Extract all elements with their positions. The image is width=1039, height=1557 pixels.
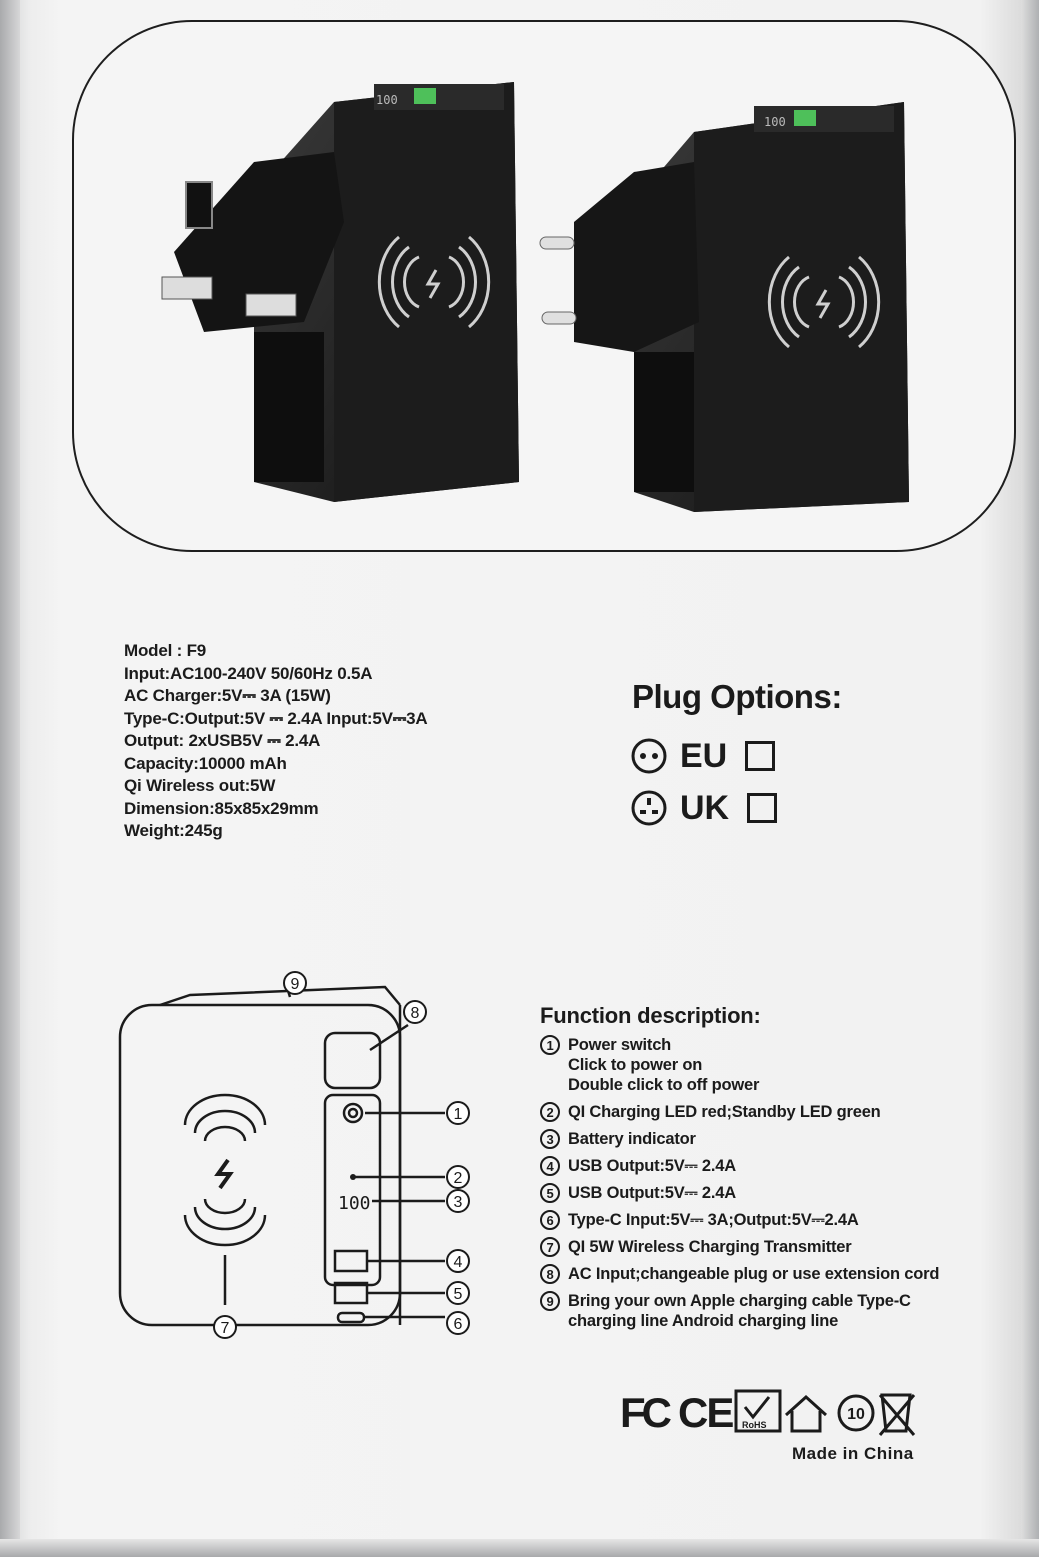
function-text: Click to power on [568, 1056, 703, 1074]
photo-display-text-1: 100 [376, 93, 398, 107]
plug-option-label: UK [680, 788, 730, 827]
box-edge-bottom [0, 1539, 1039, 1557]
function-text: AC Input;changeable plug or use extensio… [568, 1265, 940, 1283]
function-item: 2 QI Charging LED red;Standby LED green [540, 1102, 939, 1122]
uk-socket-icon [631, 790, 667, 826]
spec-line: AC Charger:5V⎓ 3A (15W) [124, 686, 331, 705]
photo-display-text-2: 100 [764, 115, 786, 129]
callout-1: 1 [454, 1106, 463, 1123]
ten-year-label: 10 [847, 1406, 865, 1423]
function-text: Bring your own Apple charging cable Type… [568, 1292, 911, 1310]
function-text: charging line Android charging line [568, 1312, 839, 1330]
house-mark-icon [784, 1394, 828, 1433]
certification-marks: FC CE RoHS 10 [620, 1389, 916, 1436]
callout-7: 7 [221, 1320, 230, 1337]
callout-5: 5 [454, 1286, 463, 1303]
callout-6: 6 [454, 1316, 463, 1333]
spec-line: Type-C:Output:5V ⎓ 2.4A Input:5V⎓3A [124, 708, 428, 728]
function-number: 5 [540, 1183, 560, 1203]
function-number: 1 [540, 1035, 560, 1055]
plug-option-label: EU [680, 736, 728, 775]
spec-line: Input:AC100-240V 50/60Hz 0.5A [124, 663, 373, 683]
function-number: 8 [540, 1264, 560, 1284]
spec-line: Output: 2xUSB5V ⎓ 2.4A [124, 731, 321, 750]
ce-mark-icon: CE [678, 1389, 733, 1436]
function-number: 9 [540, 1291, 560, 1311]
function-text: QI Charging LED red;Standby LED green [568, 1103, 881, 1121]
function-item: 4 USB Output:5V⎓ 2.4A [540, 1156, 939, 1176]
uk-charger-photo: 100 [161, 82, 519, 502]
callout-3: 3 [454, 1194, 463, 1211]
rohs-mark-icon [734, 1389, 782, 1433]
function-text: Double click to off power [568, 1076, 760, 1094]
function-item: 3 Battery indicator [540, 1129, 939, 1149]
device-body-outline [118, 1003, 402, 1327]
callout-8: 8 [411, 1005, 420, 1022]
box-edge-right [1021, 0, 1039, 1557]
eu-checkbox[interactable] [745, 741, 776, 771]
function-text: Battery indicator [568, 1130, 696, 1148]
function-item: 1 Power switch Click to power on Double … [540, 1035, 939, 1095]
function-text: Power switch [568, 1036, 672, 1054]
function-text: QI 5W Wireless Charging Transmitter [568, 1238, 852, 1256]
function-item: 7 QI 5W Wireless Charging Transmitter [540, 1237, 939, 1257]
callout-9: 9 [291, 976, 300, 993]
function-item: 9 Bring your own Apple charging cable Ty… [540, 1291, 939, 1331]
spec-line: Qi Wireless out:5W [124, 776, 276, 795]
box-edge-left [0, 0, 20, 1557]
callout-2: 2 [454, 1170, 463, 1187]
spec-line: Weight:245g [124, 821, 223, 840]
spec-line: Capacity:10000 mAh [124, 753, 287, 773]
uk-checkbox[interactable] [747, 793, 778, 823]
bolt-icon [214, 1158, 234, 1190]
spec-line: Dimension:85x85x29mm [124, 798, 319, 818]
plug-option-eu: EU [630, 734, 776, 778]
function-number: 4 [540, 1156, 560, 1176]
function-description: Function description: 1 Power switch Cli… [540, 1003, 939, 1338]
function-number: 2 [540, 1102, 560, 1122]
weee-bin-icon [878, 1393, 916, 1436]
device-diagram: 100 1 2 3 4 5 6 7 8 9 [118, 971, 470, 1339]
eu-socket-icon [631, 738, 667, 774]
ten-year-mark-icon [837, 1394, 875, 1432]
function-item: 8 AC Input;changeable plug or use extens… [540, 1264, 939, 1284]
function-number: 6 [540, 1210, 560, 1230]
diagram-battery-display: 100 [338, 1193, 371, 1214]
plug-options-title: Plug Options: [632, 678, 842, 715]
function-text: USB Output:5V⎓ 2.4A [568, 1184, 736, 1202]
rohs-label: RoHS [742, 1420, 767, 1430]
plug-option-uk: UK [630, 786, 778, 830]
function-item: 6 Type-C Input:5V⎓ 3A;Output:5V⎓2.4A [540, 1210, 939, 1230]
spec-line: Model : F9 [124, 641, 207, 660]
callout-4: 4 [454, 1254, 463, 1271]
function-number: 7 [540, 1237, 560, 1257]
product-photo-panel: 100 100 [72, 20, 1016, 552]
function-text: Type-C Input:5V⎓ 3A;Output:5V⎓2.4A [568, 1211, 859, 1229]
function-text: USB Output:5V⎓ 2.4A [568, 1157, 736, 1175]
function-item: 5 USB Output:5V⎓ 2.4A [540, 1183, 939, 1203]
eu-charger-photo: 100 [539, 102, 909, 512]
function-description-title: Function description: [540, 1003, 761, 1028]
specifications: Model : F9 Input:AC100-240V 50/60Hz 0.5A… [124, 640, 428, 843]
made-in-label: Made in China [792, 1444, 914, 1463]
fcc-mark-icon: FC [620, 1389, 672, 1436]
function-number: 3 [540, 1129, 560, 1149]
product-photo: 100 100 [161, 82, 909, 512]
